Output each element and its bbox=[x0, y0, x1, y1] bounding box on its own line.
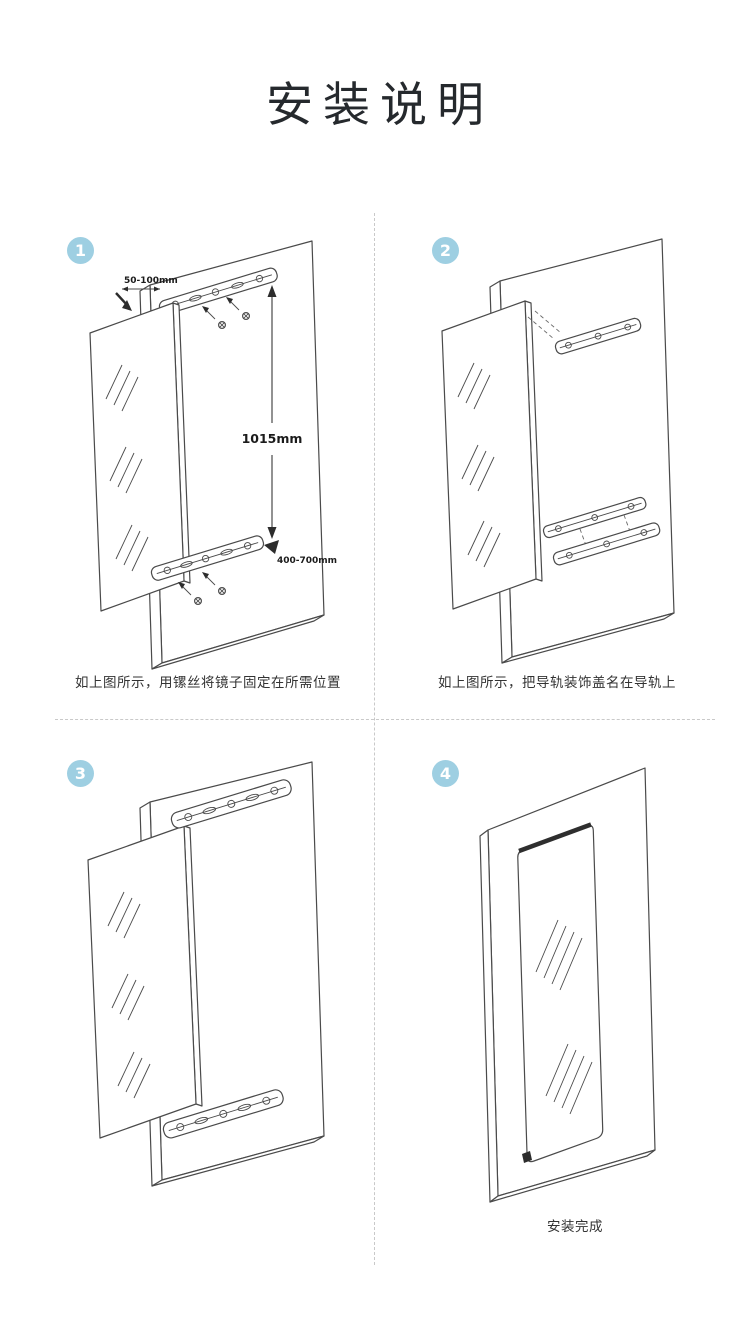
rail-cover-top bbox=[554, 317, 642, 355]
mirror-hatch bbox=[105, 364, 149, 572]
mirror-panel bbox=[441, 300, 543, 610]
step-3-section: 3 bbox=[55, 748, 375, 1218]
mirror-clip-bottom bbox=[522, 1151, 532, 1163]
leader-lines bbox=[527, 310, 562, 340]
slide-rail-bottom bbox=[162, 1089, 284, 1139]
slide-rail-lower bbox=[542, 496, 647, 539]
slide-rail-bottom bbox=[150, 535, 265, 581]
leader-lines bbox=[579, 514, 633, 552]
mirror-panel bbox=[87, 825, 203, 1139]
step-4-caption: 安装完成 bbox=[547, 1219, 603, 1235]
step-1-badge: 1 bbox=[67, 237, 94, 264]
step-4-illustration bbox=[479, 767, 656, 1203]
step-2-badge: 2 bbox=[432, 237, 459, 264]
step-2-section: 2 bbox=[420, 225, 730, 700]
divider-vertical bbox=[374, 213, 375, 1265]
bottom-gap-label: 400-700mm bbox=[277, 556, 337, 566]
mirror-hatch bbox=[535, 919, 593, 1115]
mirror-panel bbox=[89, 302, 191, 612]
step-4-section: 4 安装完成 bbox=[420, 748, 730, 1248]
bottom-gap-annotation: 400-700mm bbox=[264, 540, 337, 566]
step-2-illustration bbox=[441, 238, 675, 664]
step-1-caption: 如上图所示，用镙丝将镜子固定在所需位置 bbox=[75, 675, 341, 691]
mirror-panel bbox=[517, 824, 604, 1163]
divider-horizontal bbox=[55, 719, 715, 720]
screw-icon bbox=[241, 311, 251, 321]
step-4-badge: 4 bbox=[432, 760, 459, 787]
step-3-illustration bbox=[87, 761, 325, 1187]
step-2-caption: 如上图所示，把导轨装饰盖名在导轨上 bbox=[438, 675, 676, 691]
screw-arrow bbox=[202, 306, 216, 320]
page-title: 安装说明 bbox=[266, 78, 494, 133]
mirror-hatch bbox=[107, 891, 151, 1099]
step-1-illustration: 50-100mm bbox=[89, 240, 337, 670]
step-3-badge: 3 bbox=[67, 760, 94, 787]
screw-arrow bbox=[202, 572, 216, 586]
screw-icon bbox=[193, 596, 203, 606]
screw-arrow bbox=[178, 582, 192, 596]
step-1-section: 1 bbox=[55, 225, 375, 700]
screw-arrow bbox=[226, 297, 240, 311]
screw-icon bbox=[217, 320, 227, 330]
slide-rail-top bbox=[170, 779, 292, 829]
top-gap-label: 50-100mm bbox=[124, 276, 178, 286]
top-gap-annotation: 50-100mm bbox=[115, 276, 178, 311]
dimension-height: 1015mm bbox=[242, 285, 303, 539]
rail-cover-bottom bbox=[552, 522, 661, 566]
mirror-clip-top bbox=[518, 822, 592, 854]
screw-icon bbox=[217, 586, 227, 596]
mirror-hatch bbox=[457, 362, 501, 568]
height-label: 1015mm bbox=[242, 431, 303, 446]
